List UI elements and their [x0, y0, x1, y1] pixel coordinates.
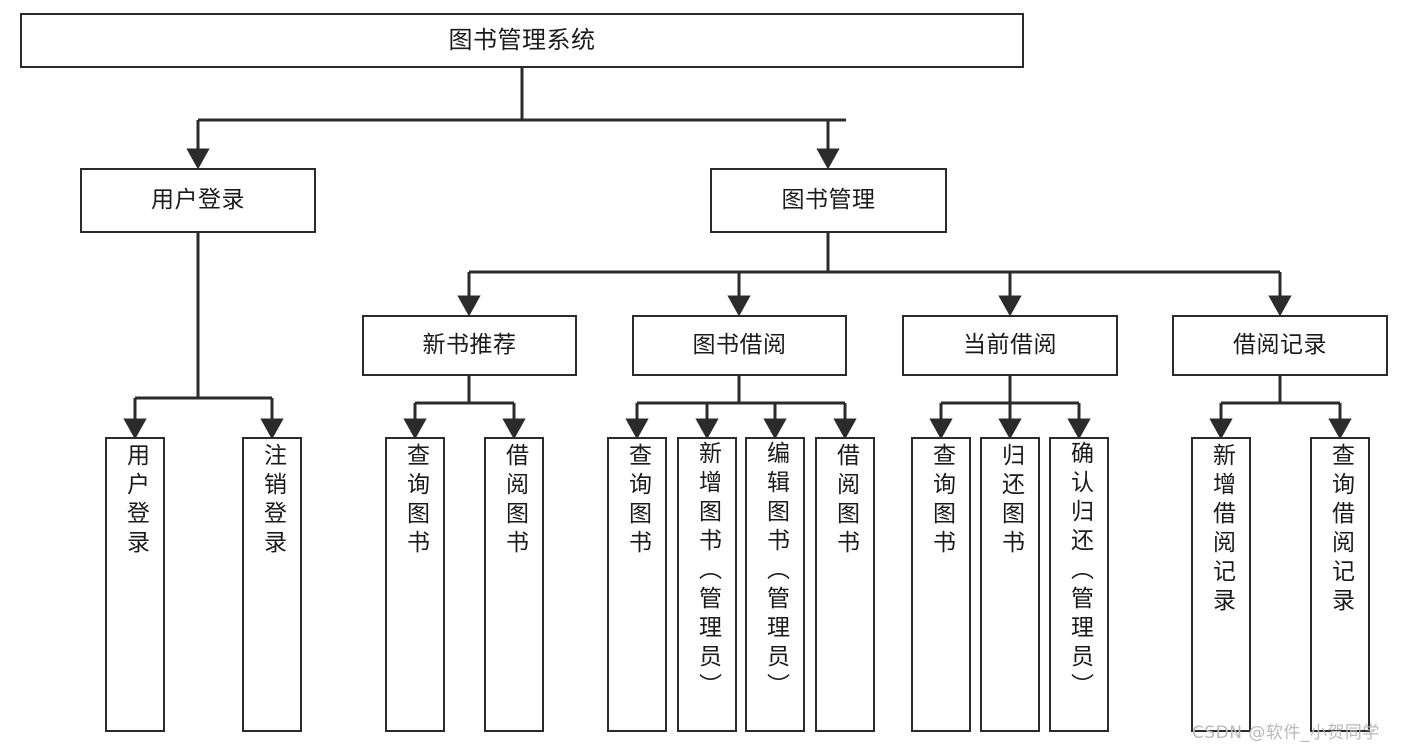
- node-label: 借阅图书: [832, 443, 859, 559]
- node-label: 查询借阅记录: [1327, 443, 1354, 617]
- node-label: 图书管理系统: [448, 25, 596, 54]
- node-label: 确认归还（管理员）: [1066, 441, 1093, 702]
- node-book-management[interactable]: 图书管理: [710, 168, 947, 233]
- leaf-borrow-book-recommend[interactable]: 借阅图书: [484, 437, 544, 732]
- leaf-query-book-current[interactable]: 查询图书: [911, 437, 971, 732]
- leaf-add-borrow-record[interactable]: 新增借阅记录: [1191, 437, 1251, 732]
- node-label: 借阅图书: [501, 443, 528, 559]
- node-label: 当前借阅: [963, 332, 1057, 359]
- leaf-logout[interactable]: 注销登录: [242, 437, 302, 732]
- node-borrow-record[interactable]: 借阅记录: [1172, 315, 1388, 376]
- node-label: 新增图书（管理员）: [694, 441, 721, 702]
- leaf-add-book[interactable]: 新增图书（管理员）: [677, 437, 737, 732]
- leaf-edit-book[interactable]: 编辑图书（管理员）: [745, 437, 805, 732]
- node-label: 查询图书: [624, 443, 651, 559]
- leaf-confirm-return[interactable]: 确认归还（管理员）: [1049, 437, 1109, 732]
- node-label: 注销登录: [259, 443, 286, 559]
- leaf-user-login[interactable]: 用户登录: [105, 437, 165, 732]
- node-label: 新书推荐: [422, 332, 517, 359]
- leaf-query-book-borrow[interactable]: 查询图书: [607, 437, 667, 732]
- node-label: 编辑图书（管理员）: [762, 441, 789, 702]
- node-label: 查询图书: [402, 443, 429, 559]
- node-new-book-recommend[interactable]: 新书推荐: [362, 315, 577, 376]
- leaf-borrow-book[interactable]: 借阅图书: [815, 437, 875, 732]
- node-label: 图书管理: [781, 187, 876, 214]
- node-label: 图书借阅: [692, 332, 787, 359]
- node-current-borrow[interactable]: 当前借阅: [902, 315, 1118, 376]
- leaf-query-book-recommend[interactable]: 查询图书: [385, 437, 445, 732]
- node-label: 查询图书: [928, 443, 955, 559]
- node-label: 用户登录: [122, 443, 149, 559]
- node-user-login[interactable]: 用户登录: [80, 168, 316, 233]
- node-book-borrow[interactable]: 图书借阅: [632, 315, 847, 376]
- node-label: 借阅记录: [1233, 332, 1327, 359]
- node-root-book-management-system[interactable]: 图书管理系统: [20, 13, 1024, 68]
- node-label: 新增借阅记录: [1208, 443, 1235, 617]
- node-label: 用户登录: [151, 187, 245, 214]
- node-label: 归还图书: [997, 443, 1024, 559]
- watermark-text: CSDN @软件_小贺同学: [1192, 723, 1380, 743]
- leaf-return-book[interactable]: 归还图书: [980, 437, 1040, 732]
- leaf-query-borrow-record[interactable]: 查询借阅记录: [1310, 437, 1370, 732]
